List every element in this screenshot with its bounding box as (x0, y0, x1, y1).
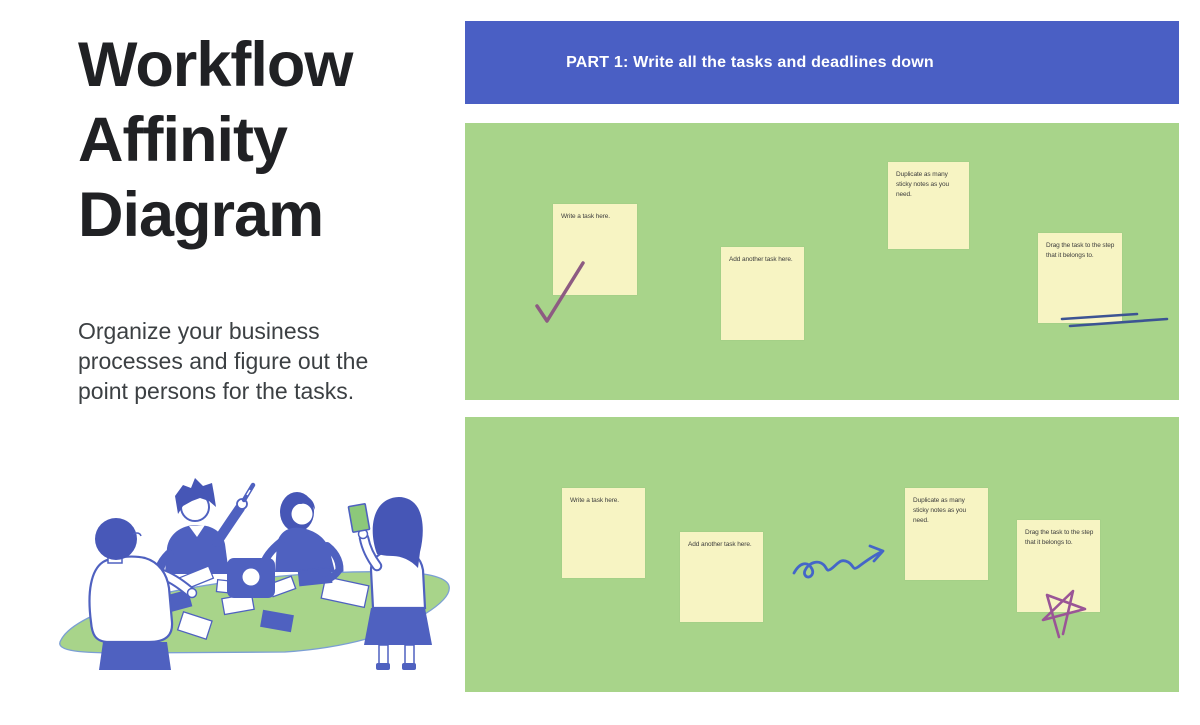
part1-header-bar: PART 1: Write all the tasks and deadline… (465, 21, 1179, 104)
sticky-note[interactable]: Add another task here. (721, 247, 804, 340)
sticky-note[interactable]: Duplicate as many sticky notes as you ne… (905, 488, 988, 580)
illustration-right-woman (347, 496, 432, 670)
squiggle-arrow-scribble (792, 544, 885, 579)
sticky-note[interactable]: Drag the task to the step that it belong… (1038, 233, 1122, 323)
page-subtitle-line: Organize your business (78, 318, 320, 344)
illustration-laptop (227, 558, 275, 598)
sticky-note[interactable]: Add another task here. (680, 532, 763, 622)
board-a: Write a task here. Add another task here… (465, 123, 1179, 400)
page-subtitle-line: processes and figure out the (78, 348, 369, 374)
page-title-line: Affinity (78, 105, 288, 175)
part1-header-label: PART 1: Write all the tasks and deadline… (566, 53, 934, 71)
sticky-note[interactable]: Drag the task to the step that it belong… (1017, 520, 1100, 612)
page-title-line: Workflow (78, 30, 353, 100)
page-subtitle: Organize your business processes and fig… (78, 316, 418, 406)
team-collaboration-illustration (59, 478, 450, 670)
page-subtitle-line: point persons for the tasks. (78, 378, 355, 404)
board-b: Write a task here. Add another task here… (465, 417, 1179, 692)
page-title: Workflow Affinity Diagram (78, 28, 458, 253)
illustration-arm (319, 566, 343, 584)
sticky-note[interactable]: Duplicate as many sticky notes as you ne… (888, 162, 969, 249)
sticky-note[interactable]: Write a task here. (553, 204, 637, 295)
page-title-line: Diagram (78, 180, 324, 250)
illustration-left-person (88, 518, 198, 670)
sticky-note[interactable]: Write a task here. (562, 488, 645, 578)
illustration-middle-woman (259, 492, 344, 578)
